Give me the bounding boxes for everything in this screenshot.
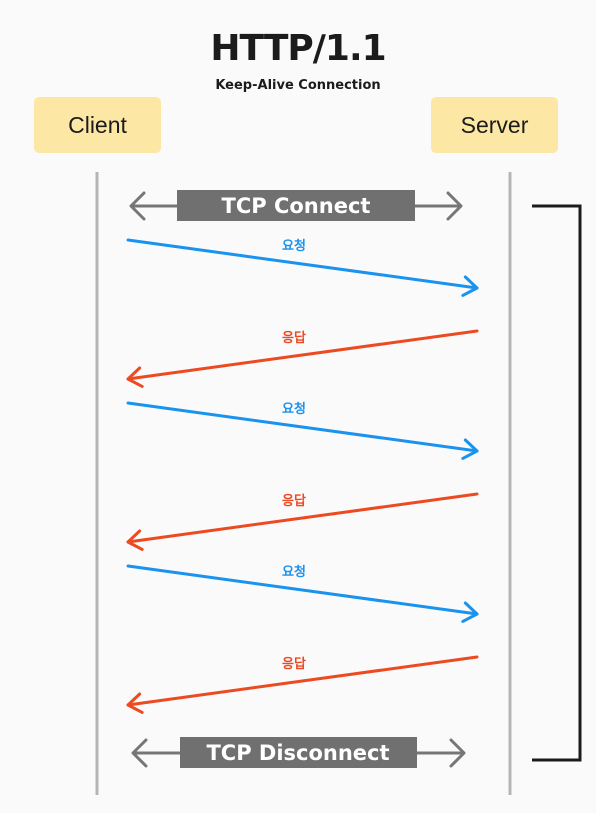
tcp-disconnect-group: TCP Disconnect bbox=[131, 737, 466, 768]
response-arrow-line bbox=[126, 655, 479, 707]
response-label: 응답 bbox=[282, 331, 306, 346]
request-label: 요청 bbox=[282, 564, 306, 580]
connection-bracket bbox=[532, 204, 582, 762]
request-label: 요청 bbox=[282, 238, 306, 254]
request-arrow-line bbox=[126, 564, 479, 616]
tcp-connect-group: TCP Connect bbox=[129, 190, 463, 221]
response-arrow-line bbox=[126, 492, 479, 544]
client-actor-box: Client bbox=[34, 97, 161, 153]
tcp-disconnect-box bbox=[180, 737, 417, 768]
tcp-disconnect-label: TCP Disconnect bbox=[206, 741, 389, 765]
response-arrow: 응답 bbox=[126, 492, 479, 551]
response-label: 응답 bbox=[282, 494, 306, 509]
response-arrow-head bbox=[126, 692, 144, 714]
response-arrow-head bbox=[126, 529, 144, 551]
tcp-connect-box bbox=[177, 190, 415, 221]
request-arrow-head bbox=[461, 275, 479, 297]
tcp-connect-label: TCP Connect bbox=[222, 194, 371, 218]
request-arrow-line bbox=[126, 238, 479, 290]
server-actor-label: Server bbox=[460, 111, 529, 138]
request-label: 요청 bbox=[282, 401, 306, 417]
response-arrow-line bbox=[126, 329, 479, 381]
tcp-connect-arrow-left-head bbox=[129, 191, 146, 221]
request-arrow-head bbox=[461, 601, 479, 623]
response-arrow: 응답 bbox=[126, 655, 479, 714]
request-arrow: 요청 bbox=[126, 564, 479, 623]
client-actor-label: Client bbox=[68, 111, 127, 138]
request-arrow: 요청 bbox=[126, 401, 479, 460]
request-arrow-line bbox=[126, 401, 479, 453]
tcp-disconnect-arrow-right-head bbox=[449, 738, 466, 768]
request-arrow: 요청 bbox=[126, 238, 479, 297]
diagram-title: HTTP/1.1 bbox=[210, 28, 386, 69]
response-arrow-head bbox=[126, 366, 144, 388]
request-arrow-head bbox=[461, 438, 479, 460]
server-actor-box: Server bbox=[431, 97, 558, 153]
diagram-subtitle: Keep-Alive Connection bbox=[215, 78, 381, 93]
tcp-connect-arrow-right-head bbox=[446, 191, 463, 221]
response-label: 응답 bbox=[282, 657, 306, 672]
response-arrow: 응답 bbox=[126, 329, 479, 388]
tcp-disconnect-arrow-left-head bbox=[131, 738, 148, 768]
